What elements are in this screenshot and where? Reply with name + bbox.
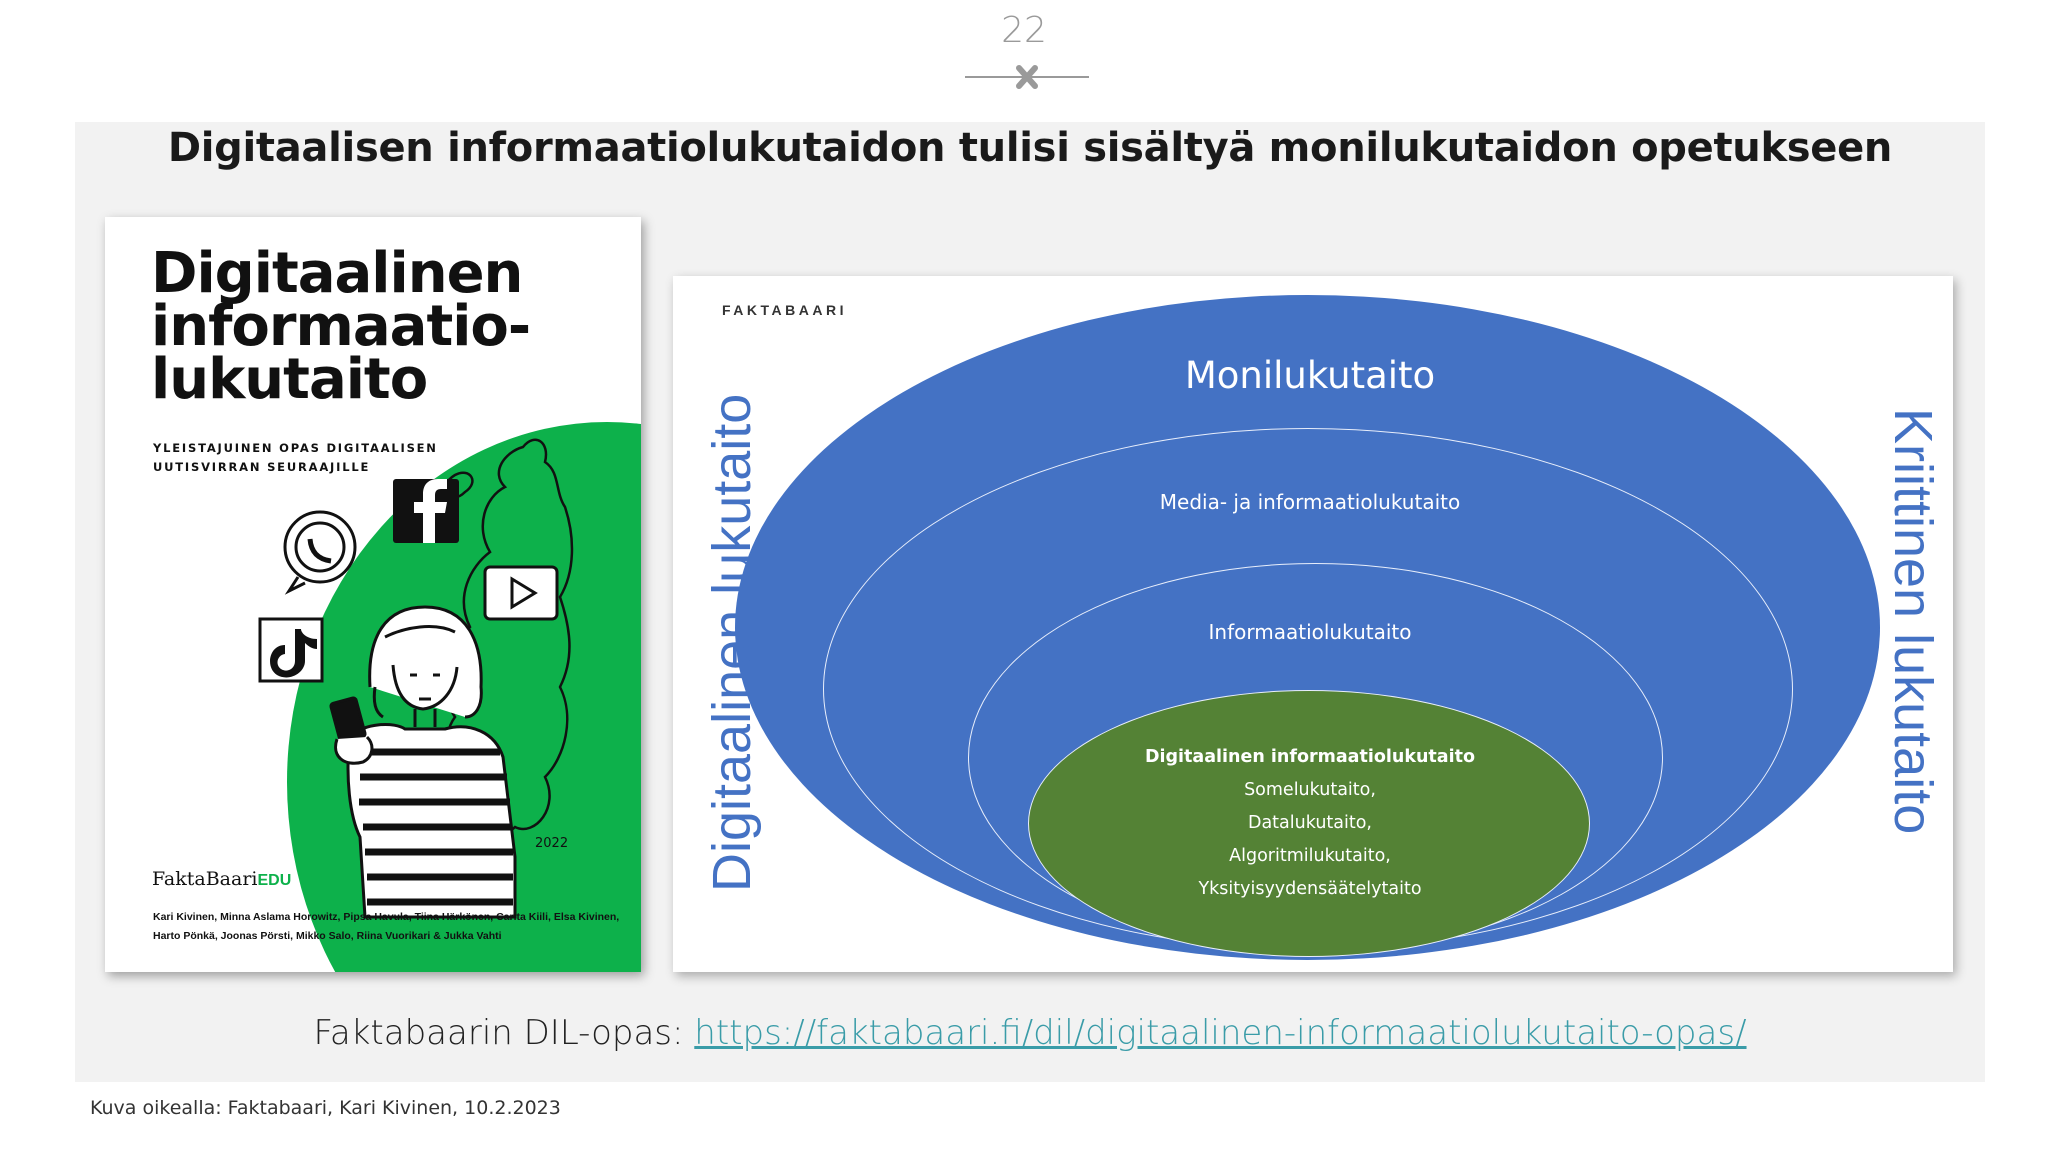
image-credit: Kuva oikealla: Faktabaari, Kari Kivinen,… [90,1097,561,1119]
girl-with-phone-drawing [329,605,517,919]
book-cover: 2022 Digitaalinen informaatio- lukutaito… [105,217,641,972]
label-information-literacy: Informaatiolukutaito [1208,620,1412,644]
core-text-block: Digitaalinen informaatiolukutaito Somelu… [1060,741,1560,906]
slide-title: Digitaalisen informaatiolukutaidon tulis… [167,125,1893,171]
artist-year: 2022 [535,836,568,851]
label-monilukutaito: Monilukutaito [1184,354,1436,397]
core-item: Algoritmilukutaito, [1229,846,1391,866]
publisher-name: FaktaBaari [152,868,258,890]
cover-authors: Kari Kivinen, Minna Aslama Horowitz, Pip… [153,911,620,942]
guide-link[interactable]: https://faktabaari.fi/dil/digitaalinen-i… [694,1013,1747,1053]
core-title: Digitaalinen informaatiolukutaito [1145,747,1475,767]
label-media-literacy: Media- ja informaatiolukutaito [1159,490,1461,514]
core-item: Datalukutaito, [1247,813,1372,833]
cover-illustration: 2022 [258,438,574,919]
ellipse-digital-information-literacy [1028,690,1590,957]
faktabaari-brand: FAKTABAARI [722,302,847,318]
page-number: 22 [1001,10,1047,51]
core-item: Somelukutaito, [1244,780,1376,800]
cover-subtitle: YLEISTAJUINEN OPAS DIGITAALISEN UUTISVIR… [153,441,438,474]
whatsapp-icon [283,510,357,595]
source-label: Faktabaarin DIL-opas: [313,1013,695,1053]
label-critical-literacy: Kriittinen lukutaito [1883,408,1943,835]
source-line: Faktabaarin DIL-opas: https://faktabaari… [75,1013,1985,1053]
facebook-icon [393,479,459,543]
cover-title: Digitaalinen informaatio- lukutaito [151,241,531,412]
youtube-icon [483,565,559,621]
core-item: Yksityisyydensäätelytaito [1198,879,1422,899]
publisher-suffix: EDU [257,872,292,889]
label-digital-literacy: Digitaalinen lukutaito [702,393,762,892]
publisher-logo: FaktaBaariEDU [152,868,291,890]
tiktok-icon [258,617,324,683]
divider-ornament [965,65,1089,89]
